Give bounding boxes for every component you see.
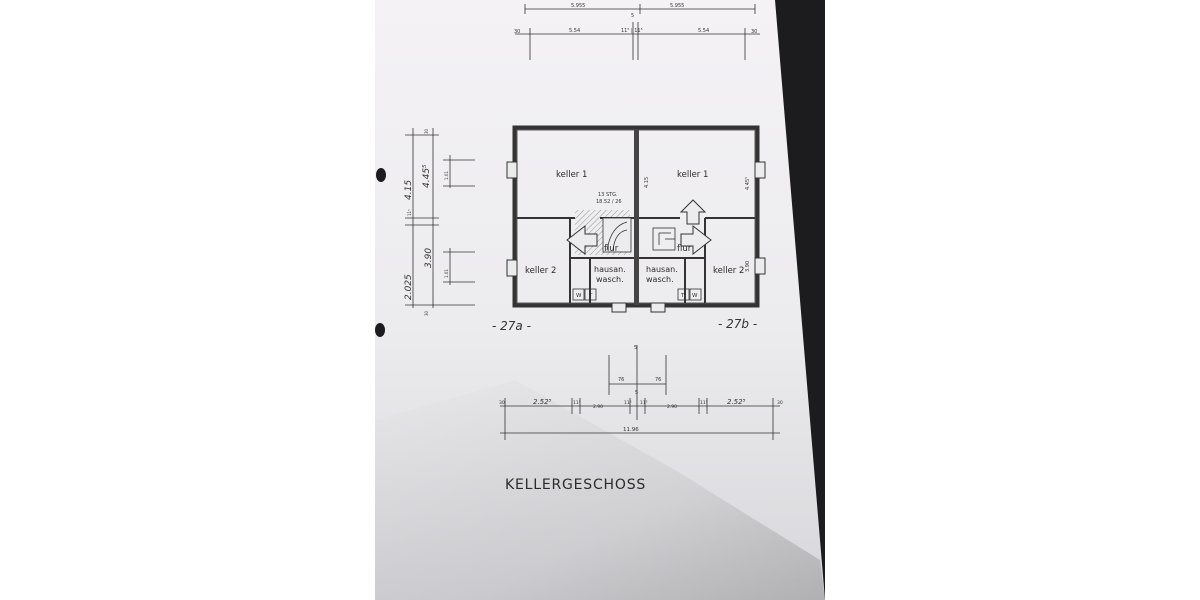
room-keller2-left: keller 2 [525, 266, 556, 276]
dim-left-bottom: 2.025 [404, 274, 414, 300]
dim-bottom-row-4: 2.90 [593, 404, 603, 410]
punch-hole [376, 168, 386, 182]
dim-top-row2-left: 5.54 [569, 28, 580, 34]
room-flur-right: flur [677, 244, 692, 254]
photo-of-floorplan-sheet: 5.955 5.955 5 30 5.54 11⁵ | 11⁵ 5.54 30 … [375, 0, 825, 600]
room-keller1-right: keller 1 [677, 170, 708, 180]
dim-top-edge-left: 30 [514, 29, 520, 35]
dim-bottom-total: 11.96 [623, 427, 639, 433]
dim-bottom-mid-right: 76 [655, 377, 661, 383]
dim-top-edge-right: 30 [751, 29, 757, 35]
room-hausan-left-1: hausan. [594, 265, 626, 274]
dim-bottom-row-7: 2.90 [667, 404, 677, 410]
house-number-right: - 27b - [718, 317, 757, 331]
dim-left-small-2: 11⁵ [407, 209, 412, 216]
dim-bottom-row-3: 11⁵ [573, 400, 581, 406]
room-flur-left: flur [604, 244, 619, 254]
dim-bottom-mid-top: 5 [634, 345, 637, 351]
dim-top-row2-mid: 11⁵ | 11⁵ [621, 28, 643, 34]
dim-top-row1-right: 5.955 [670, 3, 684, 9]
dim-bottom-mid-left: 76 [618, 377, 624, 383]
dim-left-small-3: 30 [424, 310, 429, 316]
dim-room-k1-right: 4.45⁵ [745, 177, 751, 190]
dim-bottom-row-5: 11⁵ [624, 400, 632, 406]
dim-left-outer-2: 3.90 [424, 248, 434, 268]
dim-bottom-row-6: 11⁵ [640, 400, 648, 406]
dim-left-small-1: 30 [424, 128, 429, 134]
dim-left-win-2: 1.01 [444, 269, 449, 278]
dim-bottom-row-9: 2.52⁵ [727, 398, 746, 406]
dim-room-k1: 4.15 [644, 177, 650, 188]
dim-bottom-row-8: 11⁵ [700, 400, 708, 406]
fixture-w-left: W [576, 293, 582, 299]
room-keller1-left: keller 1 [556, 170, 587, 180]
house-number-left: - 27a - [492, 319, 531, 333]
room-hausan-right-2: wasch. [646, 275, 674, 284]
fixture-t-right: T [680, 293, 685, 299]
room-hausan-left-2: wasch. [596, 275, 624, 284]
punch-hole [375, 323, 385, 337]
dim-left-win-1: 1.01 [444, 171, 449, 180]
fixture-w-right: W [692, 293, 698, 299]
dim-top-row1-left: 5.955 [571, 3, 585, 9]
dim-bottom-row-10: 30 [777, 400, 783, 406]
dim-left-outer-1: 4.15 [404, 180, 414, 200]
sheet-title: KELLERGESCHOSS [505, 477, 646, 493]
dim-bottom-row-2: 2.52⁵ [533, 398, 552, 406]
dim-bottom-row-1: 30 [499, 400, 505, 406]
dim-room-k2: 3.90 [745, 261, 751, 272]
fixture-t-left: T [588, 293, 593, 299]
dim-bottom-mid-center: 5 [635, 390, 638, 396]
floor-plan [506, 125, 766, 313]
stair-note-1: 13 STG. [598, 192, 618, 198]
floorplan-svg: 5.955 5.955 5 30 5.54 11⁵ | 11⁵ 5.54 30 … [375, 0, 825, 600]
stair-note-2: 18.52 / 26 [596, 199, 622, 205]
dim-top-center: 5 [631, 13, 634, 19]
dim-top-row2-right: 5.54 [698, 28, 709, 34]
room-keller2-right: keller 2 [713, 266, 744, 276]
dim-left-total: 4.45⁵ [422, 164, 432, 188]
room-hausan-right-1: hausan. [646, 265, 678, 274]
